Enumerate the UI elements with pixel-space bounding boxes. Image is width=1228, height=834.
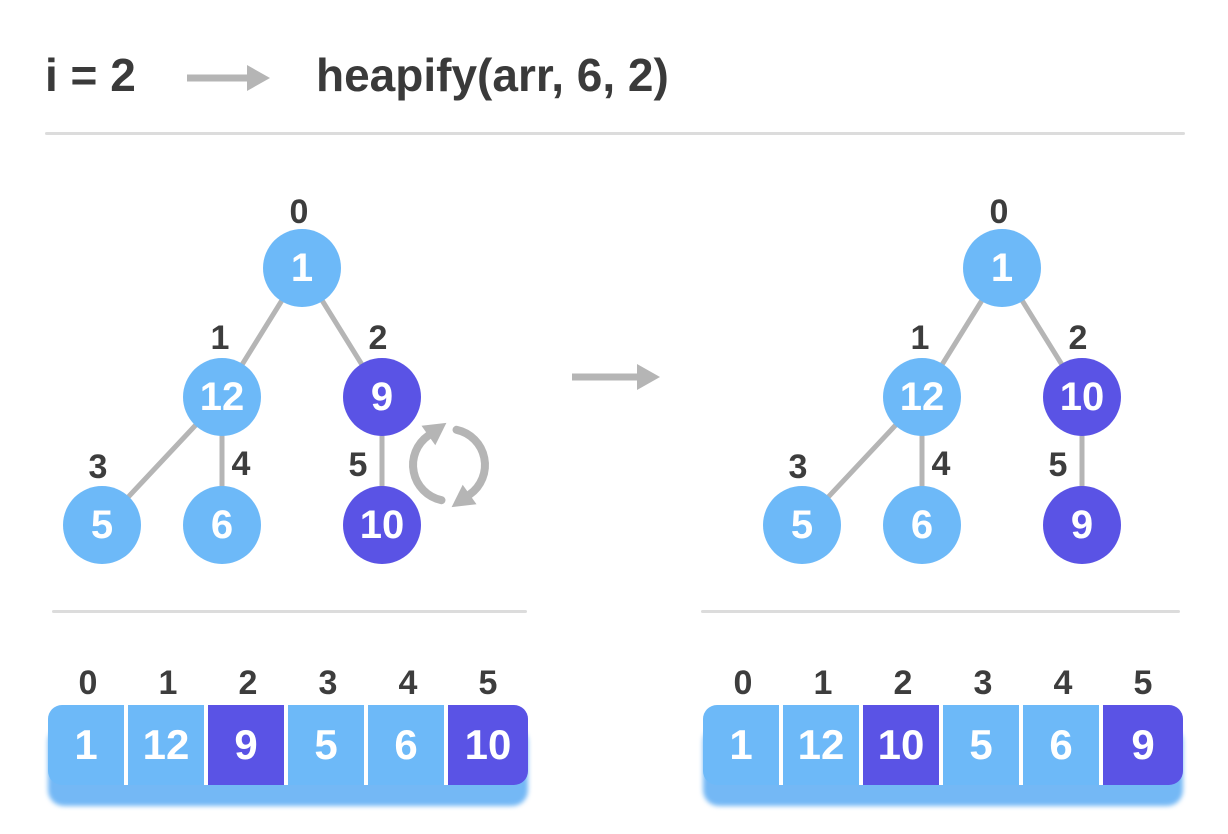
array-cell-value: 1 bbox=[729, 721, 753, 768]
array-cell-value: 12 bbox=[797, 721, 845, 768]
array-bar: 1 12 10 5 6 9 bbox=[703, 705, 1183, 785]
array-cell: 5 bbox=[943, 705, 1023, 785]
tree-node-index-label: 4 bbox=[931, 445, 951, 483]
swap-arrows-icon bbox=[409, 422, 489, 508]
tree-node-value: 10 bbox=[1059, 374, 1105, 419]
array-bar: 1 12 9 5 6 10 bbox=[48, 705, 528, 785]
array-index-label: 4 bbox=[398, 664, 418, 702]
tree-node-index-label: 0 bbox=[289, 193, 309, 231]
tree-node-value: 1 bbox=[290, 245, 314, 290]
transition-arrow-icon bbox=[572, 364, 660, 390]
array-index-label: 4 bbox=[1053, 664, 1073, 702]
array-index-label: 5 bbox=[478, 664, 498, 702]
tree-node-index-label: 5 bbox=[1048, 446, 1068, 484]
tree-node-highlighted: 9 bbox=[343, 358, 421, 436]
array-cell: 6 bbox=[1023, 705, 1103, 785]
tree-node-index-label: 0 bbox=[989, 193, 1009, 231]
tree-node-index-label: 3 bbox=[88, 448, 108, 486]
array-index-label: 1 bbox=[813, 664, 833, 702]
tree-node-value: 1 bbox=[990, 245, 1014, 290]
tree-node-value: 12 bbox=[899, 374, 945, 419]
tree-node-index-label: 2 bbox=[1068, 319, 1088, 357]
tree-node-index-label: 1 bbox=[910, 319, 930, 357]
tree-node-index-label: 3 bbox=[788, 448, 808, 486]
tree-node: 1 bbox=[263, 229, 341, 307]
array-index-row: 0 1 2 3 4 5 bbox=[703, 666, 1183, 700]
tree-node-value: 5 bbox=[790, 502, 814, 547]
array-cell-highlighted: 9 bbox=[208, 705, 288, 785]
array-cell: 5 bbox=[288, 705, 368, 785]
array-cell-highlighted: 10 bbox=[863, 705, 943, 785]
array-cell: 6 bbox=[368, 705, 448, 785]
tree-node: 6 bbox=[883, 486, 961, 564]
array-cell-value: 6 bbox=[394, 721, 418, 768]
array-cell-value: 12 bbox=[142, 721, 190, 768]
iteration-label: i = 2 bbox=[45, 49, 136, 101]
array-cell-value: 1 bbox=[74, 721, 98, 768]
tree-node-index-label: 5 bbox=[348, 446, 368, 484]
tree-node-value: 5 bbox=[90, 502, 114, 547]
array-cell-value: 9 bbox=[234, 721, 258, 768]
tree-node-index-label: 2 bbox=[368, 319, 388, 357]
tree-node-index-label: 1 bbox=[210, 319, 230, 357]
tree-node-value: 9 bbox=[370, 374, 394, 419]
array-index-label: 3 bbox=[973, 664, 993, 702]
tree-node: 12 bbox=[183, 358, 261, 436]
array-index-label: 0 bbox=[733, 664, 753, 702]
section-divider-left bbox=[52, 610, 527, 613]
tree-node: 5 bbox=[763, 486, 841, 564]
array-cell-value: 5 bbox=[969, 721, 993, 768]
array-index-label: 2 bbox=[238, 664, 258, 702]
heapify-call-label: heapify(arr, 6, 2) bbox=[316, 49, 669, 101]
array-cell-value: 9 bbox=[1131, 721, 1155, 768]
tree-node-highlighted: 10 bbox=[1043, 358, 1121, 436]
array-cell-value: 5 bbox=[314, 721, 338, 768]
section-divider-right bbox=[701, 610, 1180, 613]
array-index-label: 3 bbox=[318, 664, 338, 702]
array-index-label: 2 bbox=[893, 664, 913, 702]
array-cell: 12 bbox=[783, 705, 863, 785]
tree-node-highlighted: 10 bbox=[343, 486, 421, 564]
tree-node: 5 bbox=[63, 486, 141, 564]
tree-node: 1 bbox=[963, 229, 1041, 307]
array-index-label: 0 bbox=[78, 664, 98, 702]
tree-node: 6 bbox=[183, 486, 261, 564]
tree-node-value: 6 bbox=[210, 502, 234, 547]
array-cell: 1 bbox=[48, 705, 128, 785]
tree-node: 12 bbox=[883, 358, 961, 436]
array-cell-value: 6 bbox=[1049, 721, 1073, 768]
array-cell-value: 10 bbox=[464, 721, 512, 768]
tree-node-value: 12 bbox=[199, 374, 245, 419]
array-index-label: 5 bbox=[1133, 664, 1153, 702]
tree-node-value: 6 bbox=[910, 502, 934, 547]
header-divider bbox=[45, 132, 1185, 135]
array-index-row: 0 1 2 3 4 5 bbox=[48, 666, 528, 700]
tree-node-value: 9 bbox=[1070, 502, 1094, 547]
array-cell-highlighted: 10 bbox=[448, 705, 528, 785]
array-cell-value: 10 bbox=[877, 721, 925, 768]
array-cell: 1 bbox=[703, 705, 783, 785]
array-index-label: 1 bbox=[158, 664, 178, 702]
tree-node-value: 10 bbox=[359, 502, 405, 547]
array-cell-highlighted: 9 bbox=[1103, 705, 1183, 785]
array-cell: 12 bbox=[128, 705, 208, 785]
tree-node-highlighted: 9 bbox=[1043, 486, 1121, 564]
tree-node-index-label: 4 bbox=[231, 445, 251, 483]
